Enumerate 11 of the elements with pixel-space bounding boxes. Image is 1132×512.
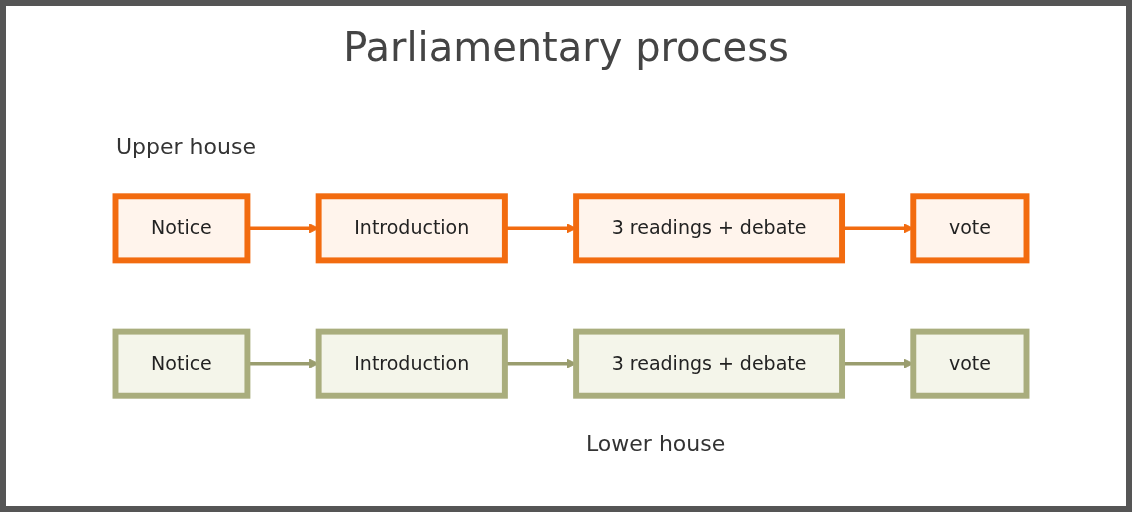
diagram-title: Parliamentary process xyxy=(342,24,790,70)
house-label: Upper house xyxy=(116,134,256,159)
node-box: 3 readings + debate xyxy=(573,193,846,264)
node-box: vote xyxy=(910,328,1030,399)
node-box: Introduction xyxy=(315,193,508,264)
node-box: Notice xyxy=(112,193,251,264)
house-label: Lower house xyxy=(586,431,726,456)
node-box: Notice xyxy=(112,328,251,399)
node-box: Introduction xyxy=(315,328,508,399)
node-box: 3 readings + debate xyxy=(573,328,846,399)
node-box: vote xyxy=(910,193,1030,264)
